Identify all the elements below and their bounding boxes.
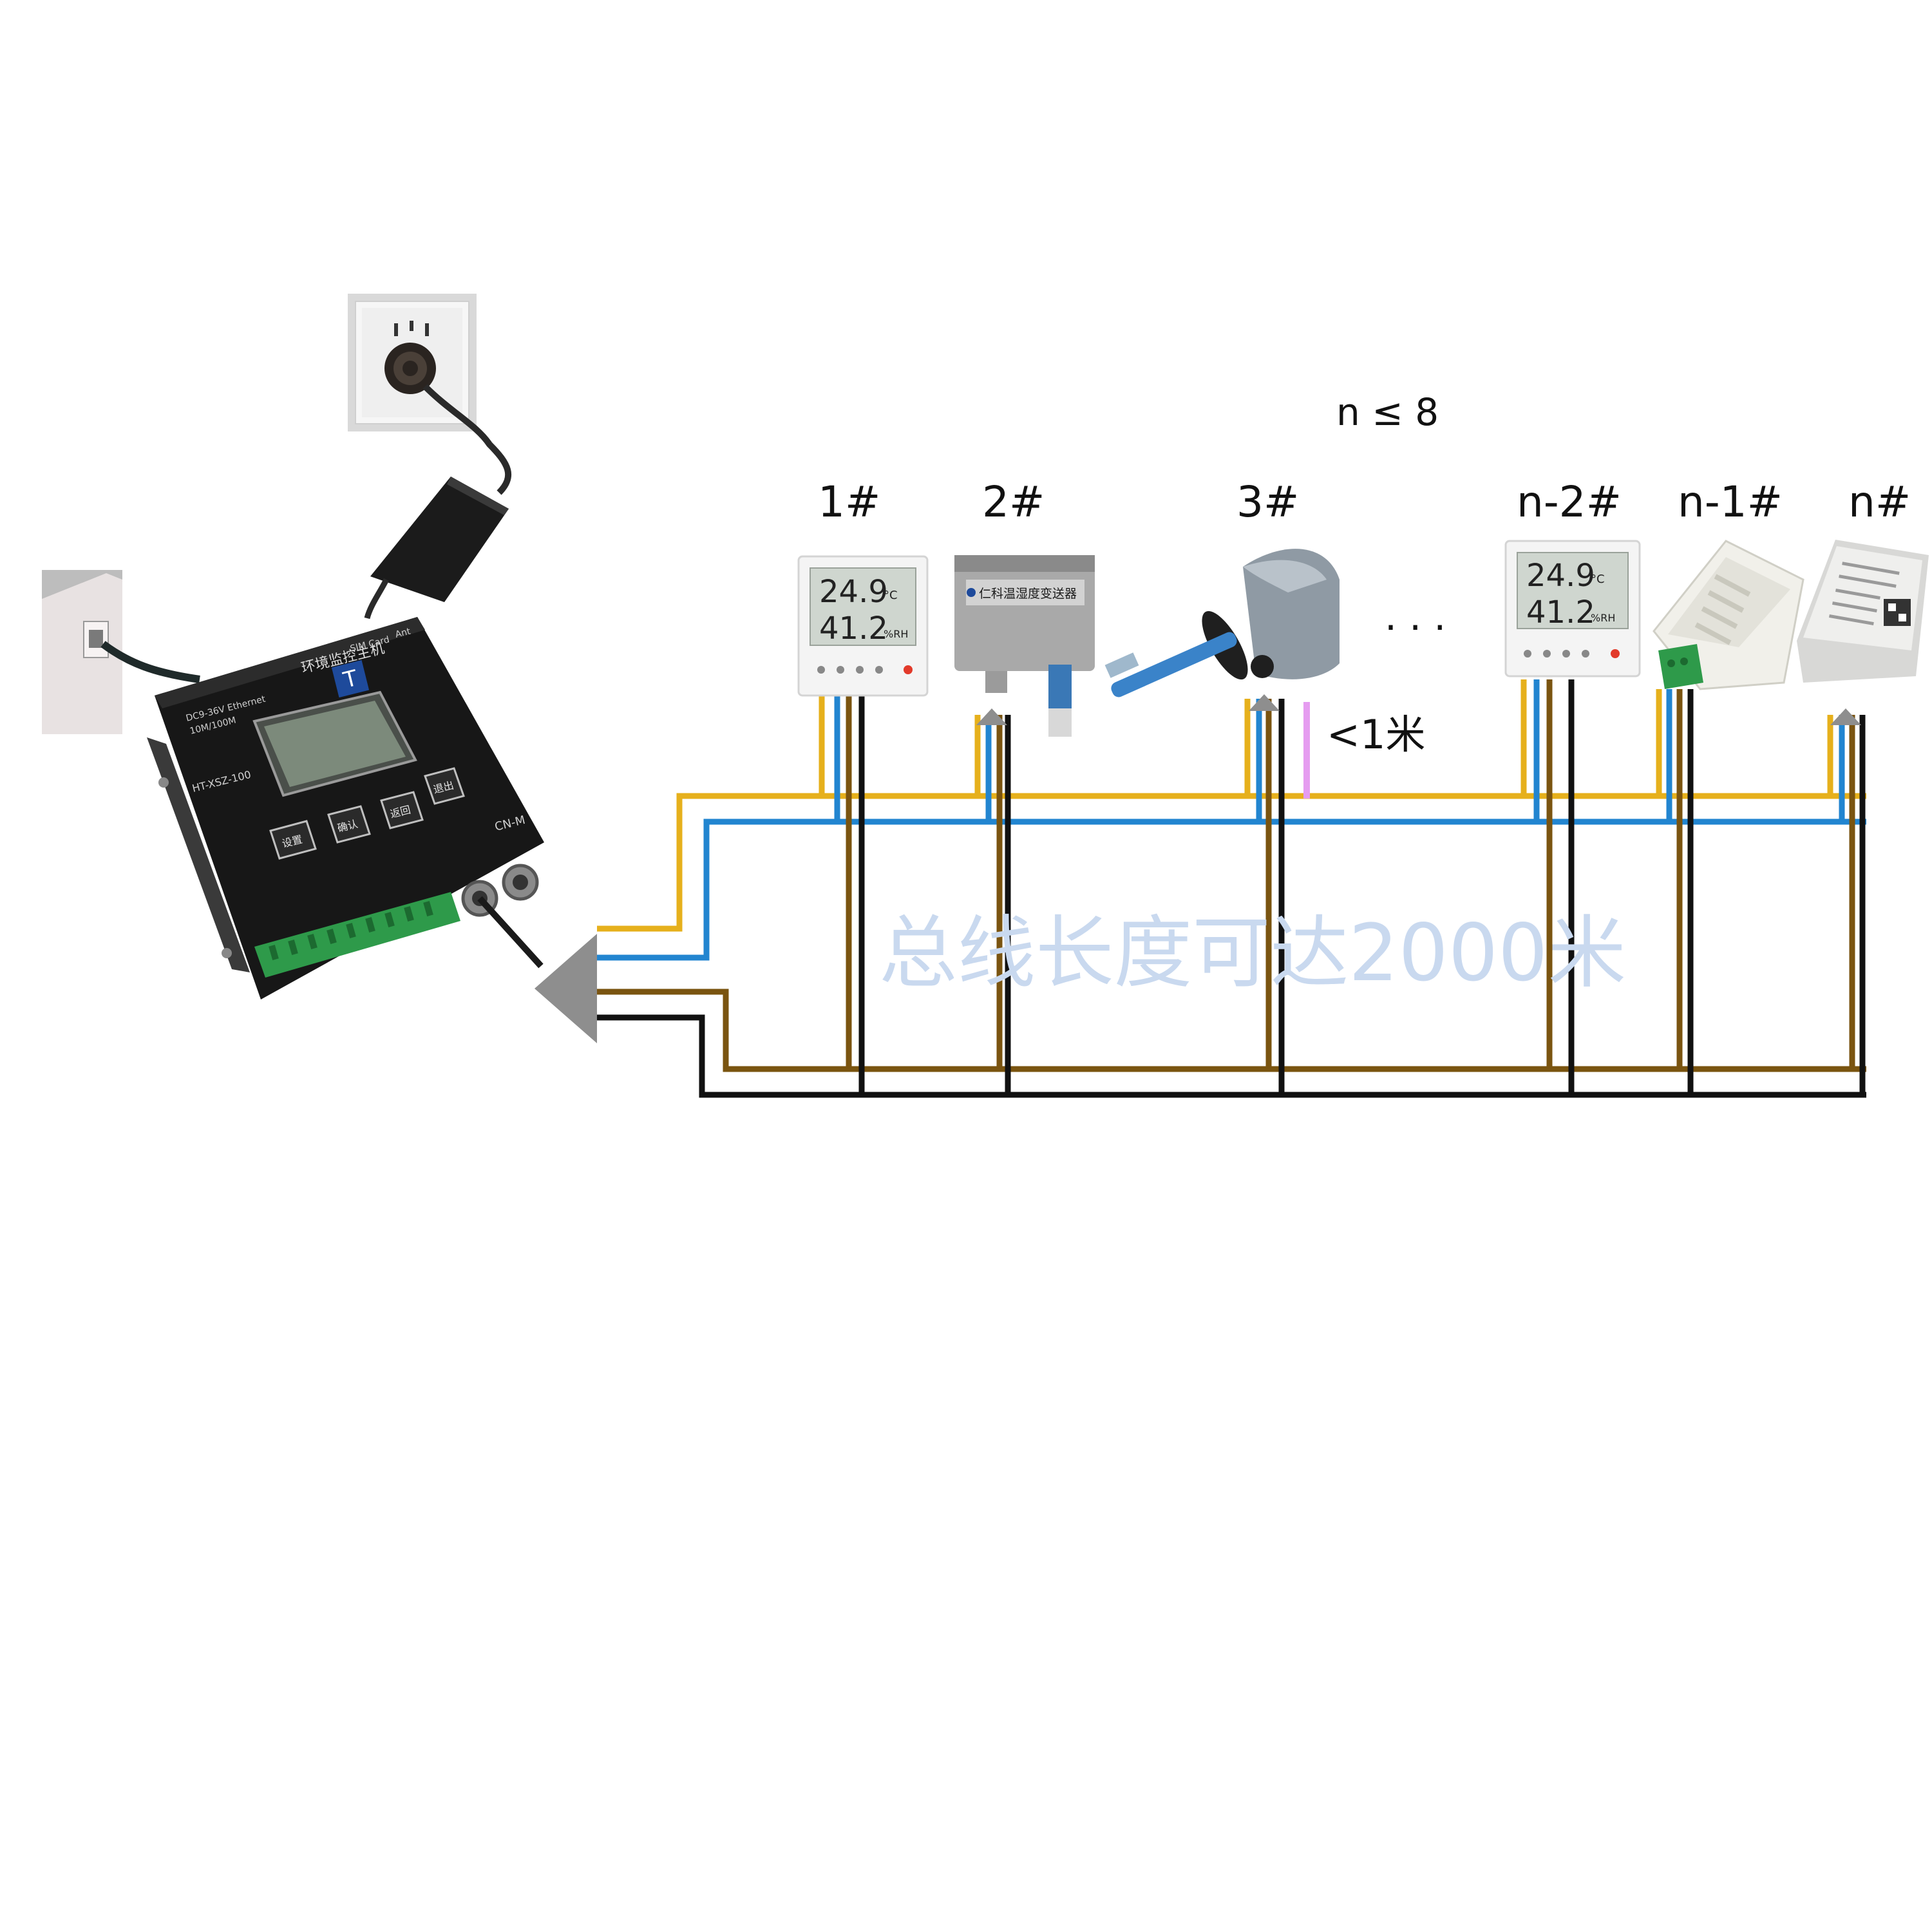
status-led (904, 665, 913, 674)
node-label-2: 2# (982, 477, 1045, 527)
sensor-device-n-1 (1653, 540, 1804, 690)
bus-wire-blue (597, 819, 1866, 961)
branch-length-label: <1米 (1327, 711, 1425, 758)
host-button-back[interactable]: 返回 (380, 791, 424, 829)
sensor-device-n-2: 24.9 °C 41.2 %RH (1504, 540, 1641, 677)
sensor-device-1: 24.9 °C 41.2 %RH (797, 555, 929, 697)
power-adapter (364, 477, 509, 620)
cable-entry-marker-2 (1830, 708, 1861, 725)
bus-wire-black (597, 1014, 1866, 1098)
bus-length-label: 总线长度可达2000米 (879, 907, 1626, 999)
cable-entry-marker-1 (1249, 694, 1280, 711)
branch-length-dimension (1303, 702, 1310, 799)
lcd-hum-unit: %RH (884, 628, 908, 640)
host-controller: T 环境监控主机 HT-XSZ-100 DC9-36V Ethernet 10M… (147, 617, 544, 999)
node-label-n-1: n-1# (1678, 477, 1783, 527)
lcd-humidity: 41.2 (819, 611, 888, 647)
bus-wire-brown (597, 989, 1866, 1072)
node-label-n: n# (1848, 477, 1911, 527)
node-label-1: 1# (818, 477, 880, 527)
bus-wire-yellow (597, 793, 1866, 932)
sensor-device-2: 仁科温湿度变送器 (954, 555, 1095, 737)
sensor-device-3 (1104, 549, 1340, 697)
lcd-temperature: 24.9 (1526, 558, 1595, 594)
sensor-device-n (1797, 540, 1929, 683)
bus-wires (597, 679, 1866, 1098)
host-button-set[interactable]: 设置 (269, 820, 317, 860)
lcd-hum-unit: %RH (1591, 612, 1615, 624)
ethernet-cable (100, 641, 200, 683)
power-cable (422, 384, 512, 495)
lcd-temp-unit: °C (884, 589, 898, 602)
host-button-exit[interactable]: 退出 (424, 767, 465, 805)
cable-entry-marker-0 (976, 708, 1007, 725)
bus-connector-marker (535, 934, 597, 1043)
host-button-confirm[interactable]: 确认 (327, 805, 371, 844)
node-label-n-2: n-2# (1517, 477, 1622, 527)
lcd-temperature: 24.9 (819, 574, 888, 610)
node-label-3: 3# (1236, 477, 1299, 527)
status-led (1611, 649, 1620, 658)
lcd-temp-unit: °C (1591, 573, 1605, 586)
transmitter-label: 仁科温湿度变送器 (979, 587, 1077, 601)
host-port-ant: Ant (394, 626, 412, 639)
lcd-humidity: 41.2 (1526, 594, 1595, 630)
node-count-label: n ≤ 8 (1336, 390, 1439, 434)
node-ellipsis: · · · (1385, 605, 1446, 650)
wall-power-socket (348, 294, 477, 431)
ethernet-wall-jack (42, 570, 122, 734)
